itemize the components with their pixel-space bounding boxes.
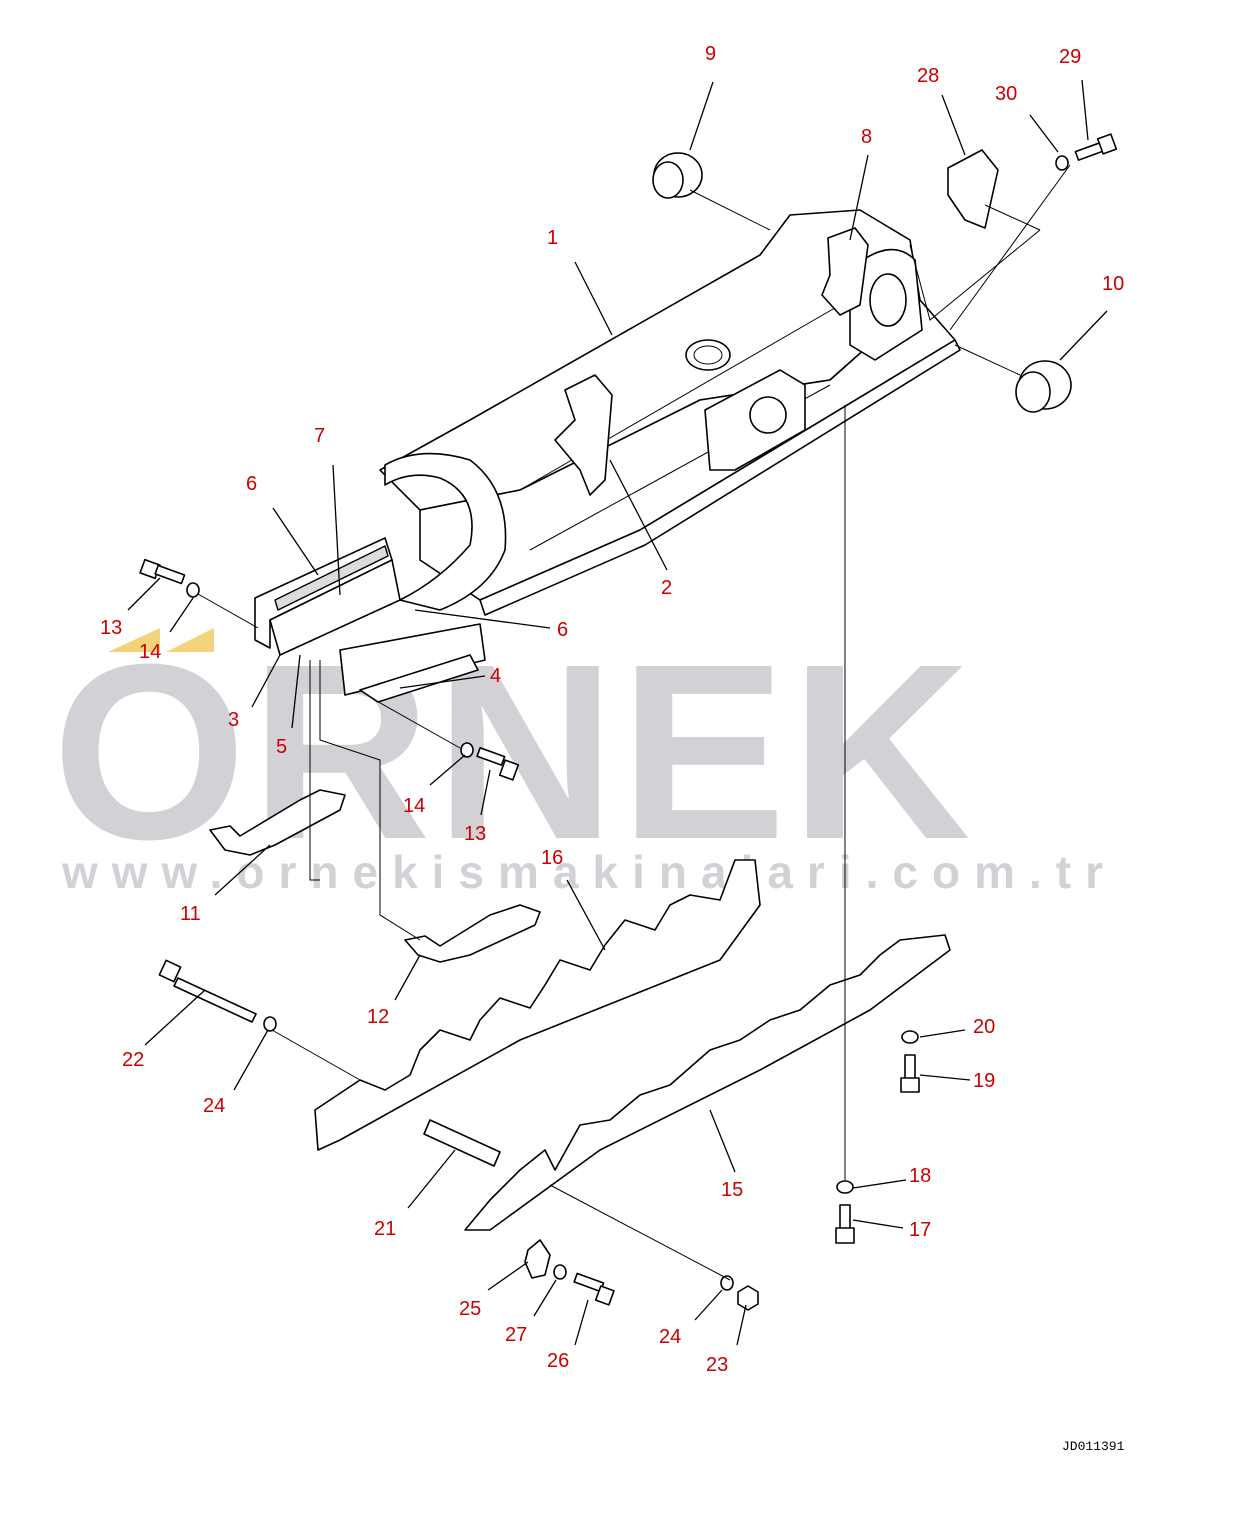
clip-25 [524,1239,551,1279]
bracket-8 [821,227,869,316]
callout-12: 12 [367,1006,389,1028]
callout-29: 29 [1059,46,1081,68]
callout-19: 19 [973,1070,995,1092]
guard-15 [464,934,951,1231]
pin-21 [423,1119,501,1167]
callout-8: 8 [861,126,872,148]
bracket-4 [359,654,479,703]
rear-bore [869,273,907,327]
frame-front-yoke [384,452,507,611]
callouts: 9 29 28 30 8 1 10 7 6 2 13 14 6 4 3 5 14… [100,43,1124,1376]
callout-20: 20 [973,1016,995,1038]
washer-30 [1055,155,1069,171]
callout-25: 25 [459,1298,481,1320]
guard-28-rod [984,204,1041,231]
washer-24-upper [263,1016,277,1032]
frame-flange [479,339,961,616]
guide-strip-7 [274,545,389,611]
callout-6-second: 6 [557,619,568,641]
watermark: ORNEK www.ornekismakinalari.com.tr [52,612,1117,898]
callout-5: 5 [276,736,287,758]
callout-7: 7 [314,425,325,447]
callout-2: 2 [661,577,672,599]
bolt-19 [900,1054,920,1093]
guard-12 [404,904,541,963]
bolt-29 [1074,133,1118,161]
inspection-cover [685,339,731,371]
washer-18 [836,1180,854,1194]
bolt-13-upper [139,558,186,585]
callout-27: 27 [505,1324,527,1346]
front-guide-assembly [254,537,486,703]
bolt-17 [835,1204,855,1244]
callout-1: 1 [547,227,558,249]
guard-28 [947,149,999,229]
callout-24: 24 [203,1095,225,1117]
watermark-brand: ORNEK [52,612,975,891]
callout-28: 28 [917,65,939,87]
callout-9: 9 [705,43,716,65]
callout-6: 6 [246,473,257,495]
watermark-accent-left [108,628,160,652]
drawing-id: JD011391 [1062,1439,1125,1454]
guide-block-6 [339,623,486,696]
washer-14-lower [460,742,474,758]
pivot-bore [749,396,787,434]
guide-plate-5 [269,559,401,656]
callout-18: 18 [909,1165,931,1187]
washer-20 [901,1030,919,1044]
watermark-url: www.ornekismakinalari.com.tr [61,846,1117,898]
callout-11: 11 [180,903,201,925]
callout-26: 26 [547,1350,569,1372]
guard-16 [314,859,761,1151]
leader-lines [127,79,1108,1346]
callout-17: 17 [909,1219,931,1241]
bolt-22 [158,959,257,1023]
callout-4: 4 [490,665,501,687]
bracket-2 [554,374,613,496]
callout-16: 16 [541,847,563,869]
washer-14-upper [186,582,200,598]
washer-27 [553,1264,567,1280]
idler-9 [652,152,703,199]
guard-11 [209,789,346,856]
callout-13-second: 13 [464,823,486,845]
callout-14-second: 14 [403,795,425,817]
callout-24-second: 24 [659,1326,681,1348]
callout-21: 21 [374,1218,396,1240]
watermark-accent-right [166,628,214,652]
callout-13: 13 [100,617,122,639]
callout-15: 15 [721,1179,743,1201]
callout-30: 30 [995,83,1017,105]
track-frame [379,209,961,616]
callout-10: 10 [1102,273,1124,295]
callout-22: 22 [122,1049,144,1071]
bolt-13-lower [476,746,520,781]
callout-14: 14 [139,641,161,663]
callout-3: 3 [228,709,239,731]
callout-23: 23 [706,1354,728,1376]
inspection-cover-inner [693,345,723,365]
bolt-26 [573,1272,615,1306]
nut-23 [737,1285,759,1311]
idler-10 [1015,360,1072,413]
